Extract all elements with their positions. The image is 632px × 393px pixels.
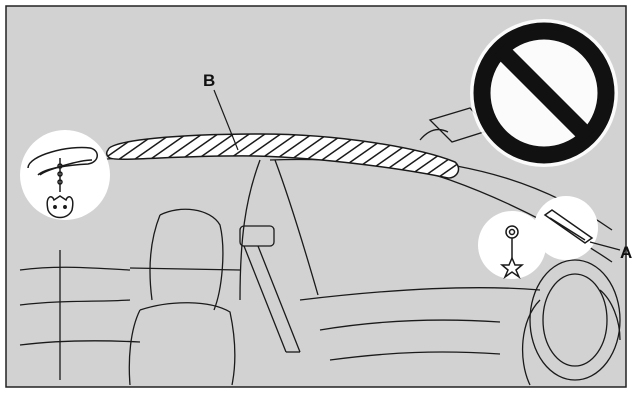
coat-hanger-with-cat-charm-icon	[20, 130, 110, 220]
label-a: A	[620, 244, 632, 261]
small-rectangular-object-icon	[534, 196, 598, 260]
label-b: B	[203, 72, 215, 89]
prohibition-sign-icon	[470, 19, 618, 167]
